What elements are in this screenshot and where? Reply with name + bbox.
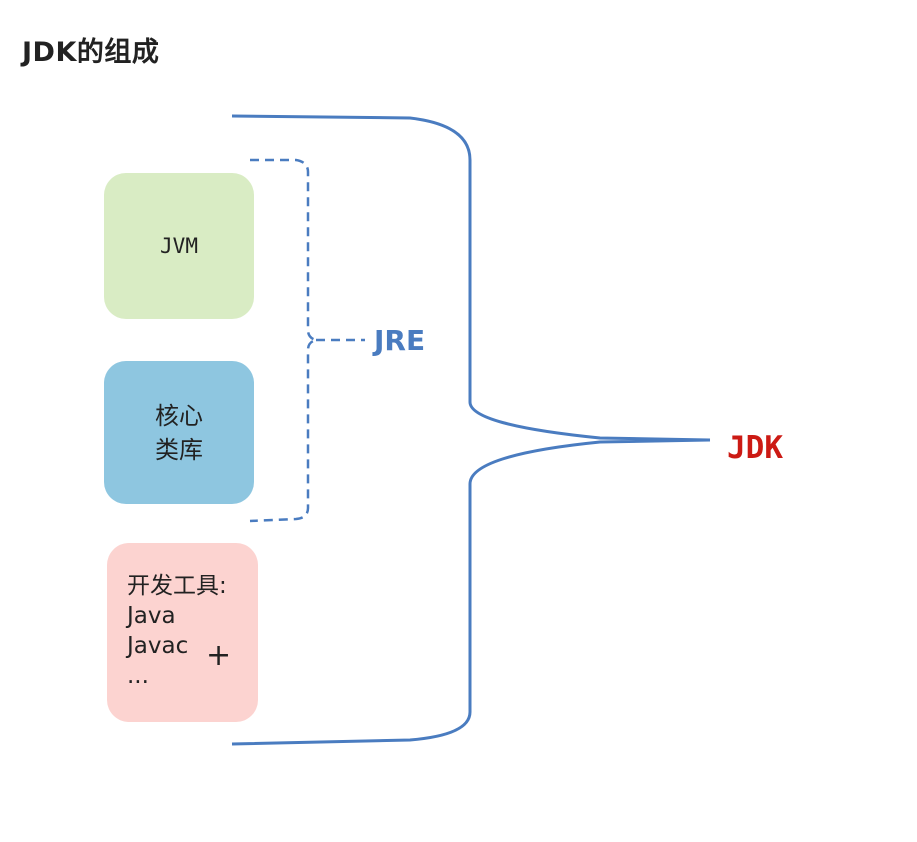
dev-tools-line: Javac xyxy=(127,633,189,659)
dev-tools-line: 开发工具: xyxy=(127,573,227,599)
jvm-box: JVM xyxy=(104,173,254,319)
jdk-label: JDK xyxy=(727,430,783,466)
jre-label: JRE xyxy=(374,324,426,357)
dev-tools-box: 开发工具: Java Javac ... xyxy=(107,543,258,722)
core-library-box: 核心 类库 xyxy=(104,361,254,504)
jre-brace xyxy=(249,158,317,523)
page-title: JDK的组成 xyxy=(22,37,160,68)
plus-icon: + xyxy=(206,638,232,673)
dev-tools-line: Java xyxy=(127,603,176,629)
core-library-line: 类库 xyxy=(155,435,203,464)
core-library-line: 核心 xyxy=(155,401,203,430)
jvm-label: JVM xyxy=(160,234,198,258)
jdk-brace xyxy=(231,114,711,746)
dev-tools-line: ... xyxy=(127,663,149,689)
